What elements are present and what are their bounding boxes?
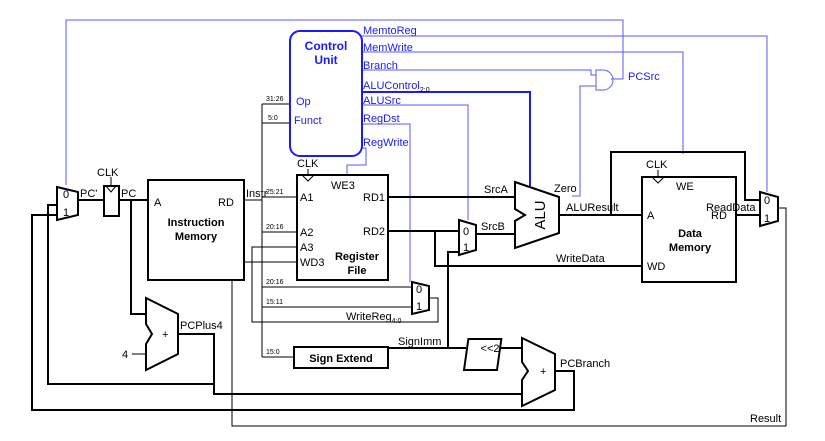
and-gate-icon — [595, 69, 614, 91]
pc-clk-label: CLK — [97, 167, 119, 179]
sign-extend-label: Sign Extend — [309, 353, 373, 365]
regfile-wd3-port: WD3 — [300, 257, 324, 269]
dmem-name-line2: Memory — [669, 242, 712, 254]
pc-prime-label: PC' — [80, 188, 97, 200]
imem-rd-port: RD — [218, 197, 234, 209]
shift-left-2: <<2 — [462, 338, 503, 371]
result-mux: 0 1 — [759, 190, 779, 228]
data-memory: CLK WE A RD WD Data Memory — [641, 159, 737, 283]
sign-extend: Sign Extend — [293, 346, 389, 369]
alusrc-label: ALUSrc — [363, 95, 401, 107]
control-wires — [65, 19, 768, 282]
regfile-name-line1: Register — [335, 251, 380, 263]
signal-labels: PC' PC Instr SrcA SrcB Zero ALUResult Wr… — [80, 183, 781, 425]
writereg-label: WriteReg4:0 — [346, 311, 401, 325]
field-op: 31:26 — [266, 96, 284, 103]
regfile-we3-port: WE3 — [331, 180, 355, 192]
regdst-label: RegDst — [363, 113, 400, 125]
control-signal-labels: MemtoReg MemWrite Branch ALUControl2:0 A… — [363, 25, 660, 149]
control-unit: Control Unit Op Funct — [289, 30, 363, 157]
srcb-mux-zero-label: 0 — [463, 226, 469, 238]
imem-name-line1: Instruction — [168, 217, 225, 229]
imem-a-port: A — [154, 197, 162, 209]
writedata-label: WriteData — [556, 253, 606, 265]
instr-label: Instr — [246, 188, 268, 200]
pc-mux: 0 1 — [56, 185, 79, 222]
pc-mux-zero-label: 0 — [63, 189, 69, 201]
field-rd: 15:11 — [266, 299, 283, 306]
alucontrol-label: ALUControl2:0 — [363, 80, 430, 94]
imem-name-line2: Memory — [175, 231, 218, 243]
srca-label: SrcA — [484, 184, 509, 196]
regwrite-label: RegWrite — [363, 137, 409, 149]
memtoreg-label: MemtoReg — [363, 25, 417, 37]
pcbranch-adder-sign: + — [540, 366, 546, 378]
alu: ALU — [514, 180, 560, 250]
result-label: Result — [750, 413, 781, 425]
shift-left-2-label: <<2 — [481, 343, 500, 355]
constant-four: 4 — [122, 349, 128, 361]
register-file: CLK WE3 A1 A2 A3 WD3 RD1 RD2 Register Fi… — [296, 158, 389, 281]
alucontrol-wire — [362, 91, 531, 186]
result-mux-one-label: 1 — [764, 213, 770, 225]
dmem-a-port: A — [647, 210, 655, 222]
dmem-wd-port: WD — [647, 261, 665, 273]
control-op-input: Op — [296, 96, 311, 108]
regfile-a1-port: A1 — [300, 192, 313, 204]
pcsrc-label: PCSrc — [628, 71, 660, 83]
writereg-mux-zero-label: 0 — [416, 284, 422, 296]
pcplus4-label: PCPlus4 — [180, 320, 223, 332]
srcb-mux: 0 1 — [458, 218, 477, 257]
data-wires — [31, 103, 787, 427]
dmem-we-port: WE — [676, 181, 694, 193]
regfile-rd2-port: RD2 — [363, 226, 385, 238]
pcplus4-adder-sign: + — [162, 329, 168, 341]
control-funct-input: Funct — [294, 115, 322, 127]
writereg-mux-one-label: 1 — [416, 301, 422, 313]
result-mux-zero-label: 0 — [764, 195, 770, 207]
zero-label: Zero — [554, 183, 577, 195]
readdata-label: ReadData — [706, 202, 756, 214]
dmem-rd-port: RD — [711, 210, 727, 222]
instruction-memory: A RD Instruction Memory — [147, 179, 245, 281]
field-rs: 25:21 — [266, 189, 284, 196]
alu-label: ALU — [532, 200, 549, 229]
pcbranch-adder: + — [521, 336, 556, 408]
regfile-a2-port: A2 — [300, 227, 313, 239]
control-unit-title-line1: Control — [305, 39, 348, 53]
field-rt-writereg: 20:16 — [266, 279, 284, 286]
pc-register: CLK — [97, 167, 120, 217]
regfile-rd1-port: RD1 — [363, 192, 385, 204]
field-rt: 20:16 — [266, 224, 284, 231]
signimm-label: SignImm — [398, 336, 441, 348]
pc-label: PC — [121, 188, 136, 200]
aluresult-label: ALUResult — [566, 202, 619, 214]
pcbranch-label: PCBranch — [560, 358, 610, 370]
srcb-label: SrcB — [481, 221, 505, 233]
instruction-field-labels: 31:26 5:0 25:21 20:16 20:16 15:11 15:0 — [266, 96, 284, 356]
regfile-name-line2: File — [348, 265, 367, 277]
regfile-clk-label: CLK — [297, 158, 319, 170]
dmem-name-line1: Data — [678, 228, 703, 240]
field-imm: 15:0 — [266, 349, 280, 356]
dmem-clk-label: CLK — [646, 159, 668, 171]
control-unit-title-line2: Unit — [314, 53, 337, 67]
memwrite-label: MemWrite — [363, 42, 413, 54]
writereg-mux: 0 1 — [411, 280, 430, 316]
branch-label: Branch — [363, 60, 398, 72]
srcb-mux-one-label: 1 — [463, 242, 469, 254]
field-funct: 5:0 — [268, 115, 278, 122]
regfile-a3-port: A3 — [300, 242, 313, 254]
pcplus4-adder: + — [145, 296, 179, 372]
pc-mux-one-label: 1 — [63, 207, 69, 219]
